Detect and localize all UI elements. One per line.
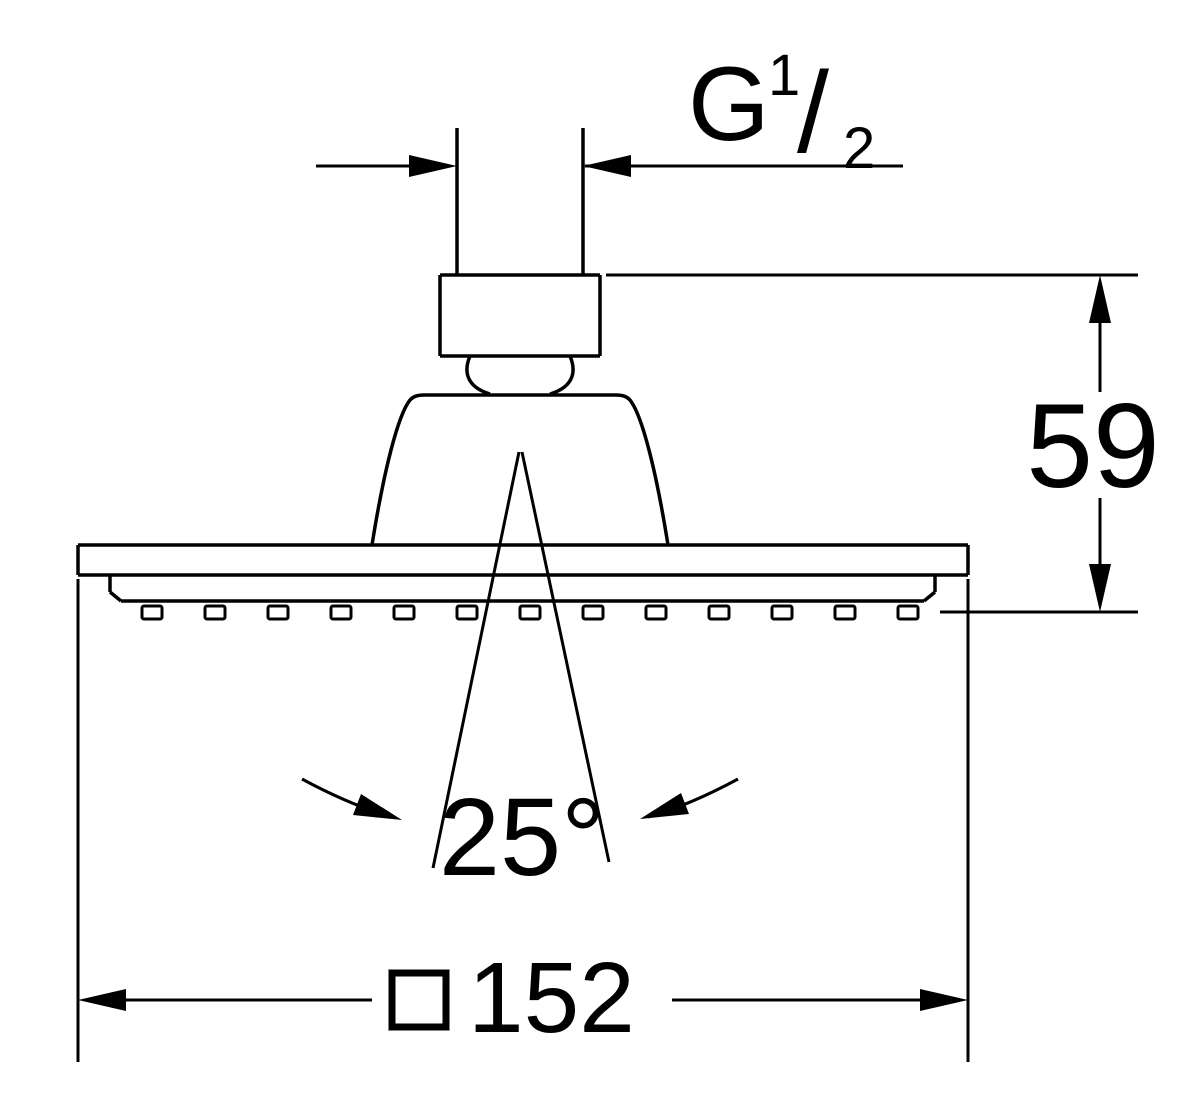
thread-numerator-text: 1 bbox=[768, 43, 800, 108]
lip-right-chamfer bbox=[922, 590, 937, 603]
height-value-text: 59 bbox=[1026, 379, 1159, 513]
nozzle bbox=[203, 604, 227, 621]
nozzle bbox=[644, 604, 668, 621]
ball-joint-left-curve bbox=[465, 355, 491, 396]
arrow-down-icon bbox=[1089, 564, 1111, 612]
connector-block bbox=[438, 273, 602, 358]
thread-denominator-text: 2 bbox=[843, 116, 875, 181]
thread-prefix-text: G bbox=[688, 46, 770, 163]
nozzle bbox=[833, 604, 857, 621]
angle-value-text: 25° bbox=[439, 776, 605, 899]
angle-line-right bbox=[520, 451, 611, 863]
nozzle bbox=[392, 604, 416, 621]
nozzle bbox=[896, 604, 920, 621]
thread-dimension: G 1 / 2 bbox=[316, 43, 903, 181]
nozzle bbox=[770, 604, 794, 621]
angle-arrow-right-icon bbox=[640, 793, 689, 819]
height-dimension: 59 bbox=[606, 273, 1160, 614]
thread-size-label: G 1 / 2 bbox=[688, 43, 875, 181]
width-value-text: 152 bbox=[468, 942, 635, 1054]
nozzle bbox=[581, 604, 605, 621]
angle-dimension: 25° bbox=[301, 451, 739, 899]
ball-joint-right-curve bbox=[549, 355, 575, 396]
arrow-left-icon bbox=[78, 989, 126, 1011]
arrow-right-icon bbox=[409, 155, 457, 177]
nozzle bbox=[518, 604, 542, 621]
nozzle bbox=[707, 604, 731, 621]
ball-joint bbox=[465, 355, 575, 396]
nozzle bbox=[329, 604, 353, 621]
arrow-up-icon bbox=[1089, 275, 1111, 323]
thread-fraction-slash-text: / bbox=[797, 49, 829, 177]
neck-outline bbox=[370, 393, 670, 546]
arrow-right-icon bbox=[920, 989, 968, 1011]
shower-neck bbox=[370, 393, 670, 546]
spray-nozzles bbox=[140, 604, 920, 621]
width-dimension: 152 bbox=[76, 579, 970, 1062]
nozzle bbox=[455, 604, 479, 621]
angle-arrow-left-icon bbox=[353, 794, 402, 820]
nozzle bbox=[266, 604, 290, 621]
supply-pipe bbox=[455, 128, 585, 275]
lip-left-chamfer bbox=[108, 590, 123, 603]
nozzle bbox=[140, 604, 164, 621]
square-symbol-icon bbox=[388, 969, 450, 1031]
angle-line-left bbox=[431, 451, 521, 869]
shower-head-plate bbox=[76, 543, 970, 603]
arrow-left-icon bbox=[583, 155, 631, 177]
